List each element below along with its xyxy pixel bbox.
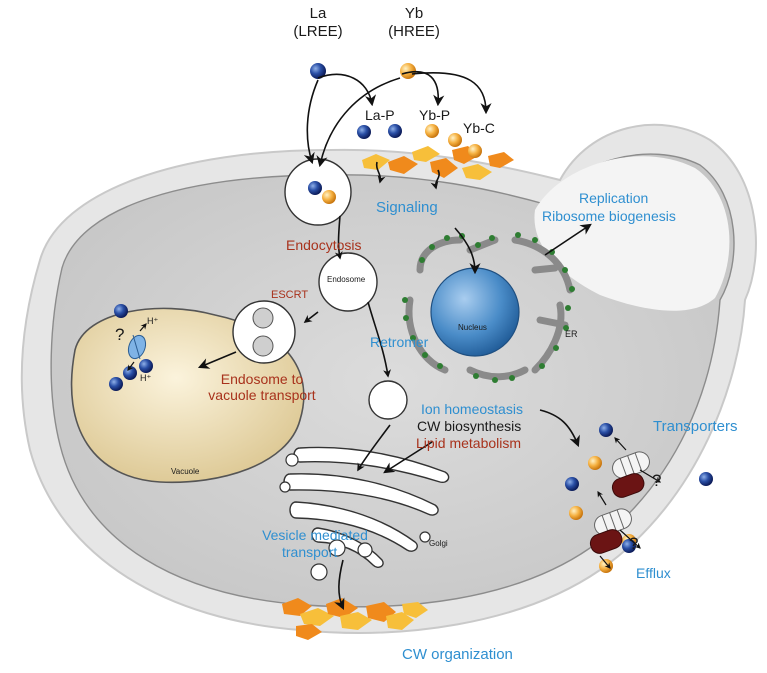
vesicle-ions bbox=[308, 181, 336, 204]
yb-c-ions bbox=[468, 144, 482, 158]
vacuole-ions bbox=[109, 304, 153, 391]
nucleus bbox=[430, 267, 520, 357]
yb-c-label: Yb-C bbox=[463, 120, 495, 136]
escrt-label: ESCRT bbox=[271, 289, 309, 301]
la-p-ions bbox=[357, 124, 402, 139]
transporter-question-mark-1: ? bbox=[652, 471, 662, 490]
golgi-vesicles bbox=[279, 453, 431, 581]
golgi-label: Golgi bbox=[429, 539, 448, 548]
efflux-transporters bbox=[589, 451, 650, 554]
endocytosis-label: Endocytosis bbox=[286, 237, 362, 253]
efflux-ions bbox=[565, 423, 713, 573]
cw-organization-fragments bbox=[282, 598, 428, 640]
lipid-metabolism-label: Lipid metabolism bbox=[416, 435, 522, 451]
bud bbox=[534, 156, 730, 311]
retromer-vesicle bbox=[368, 380, 408, 420]
vacuole-label: Vacuole bbox=[171, 467, 200, 476]
endo-vac-line2: vacuole transport bbox=[208, 387, 316, 403]
signaling-label: Signaling bbox=[376, 199, 438, 216]
vacuole-question-mark: ? bbox=[115, 325, 125, 344]
cw-surface-fragments bbox=[362, 146, 514, 180]
er-label: ER bbox=[565, 329, 578, 339]
transporter-question-mark-2: ? bbox=[629, 534, 639, 553]
transporters-label: Transporters bbox=[653, 418, 738, 435]
efflux-label: Efflux bbox=[636, 565, 671, 581]
la-name: La bbox=[309, 5, 327, 22]
vacuole-transporter bbox=[127, 334, 147, 360]
vesicle-line2: transport bbox=[282, 544, 338, 560]
nucleus-label: Nucleus bbox=[458, 323, 487, 332]
yb-ion-top bbox=[400, 63, 416, 79]
yb-p-label: Yb-P bbox=[419, 107, 451, 123]
arrows bbox=[197, 70, 592, 611]
ribosome-label: Ribosome biogenesis bbox=[542, 208, 676, 224]
multivesicular-body bbox=[232, 300, 296, 364]
endosome-label: Endosome bbox=[327, 275, 366, 284]
cw-organization-label: CW organization bbox=[402, 646, 513, 663]
endo-vac-line1: Endosome to bbox=[220, 371, 304, 387]
ion-homeostasis-label: Ion homeostasis bbox=[421, 401, 523, 417]
retromer-label: Retromer bbox=[370, 334, 429, 350]
cw-biosynthesis-label: CW biosynthesis bbox=[417, 418, 522, 434]
yb-name: Yb bbox=[404, 5, 424, 22]
efflux-arrows bbox=[127, 323, 662, 569]
yb-p-ions bbox=[425, 124, 462, 147]
vesicle-line1: Vesicle mediated bbox=[262, 527, 368, 543]
proton-label-top: H⁺ bbox=[147, 316, 159, 326]
endosome bbox=[318, 252, 378, 312]
replication-label: Replication bbox=[579, 190, 649, 206]
proton-label-bottom: H⁺ bbox=[140, 373, 152, 383]
yb-class: (HREE) bbox=[388, 23, 440, 40]
la-class: (LREE) bbox=[293, 23, 343, 40]
la-ion-top bbox=[310, 63, 326, 79]
la-p-label: La-P bbox=[365, 107, 395, 123]
